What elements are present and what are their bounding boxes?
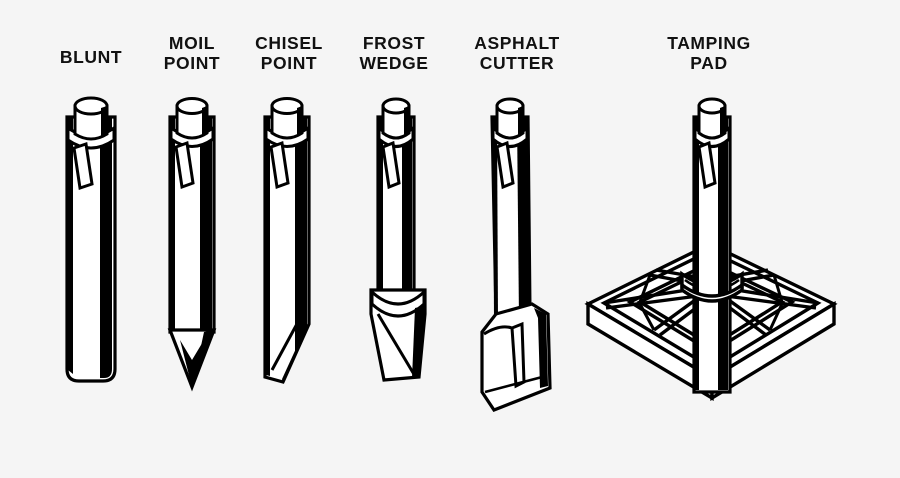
tamping-shank	[693, 97, 731, 148]
keyway-slot	[72, 142, 94, 190]
shank-shading	[404, 106, 409, 136]
tool-tamping-pad	[584, 97, 838, 402]
asphalt-blade-shading	[534, 308, 548, 388]
frost-head-shading	[412, 306, 424, 378]
tool-moil-point	[167, 97, 217, 392]
chisel-shading	[295, 118, 307, 354]
plate-mid-ribs	[649, 273, 775, 332]
shank-shading	[518, 106, 523, 136]
shaft-shading	[718, 118, 728, 390]
blunt-left-edge	[68, 118, 73, 374]
frost-facet-line	[376, 313, 417, 377]
plate-right-side	[710, 300, 836, 402]
tool-chisel-point	[263, 97, 311, 384]
moil-facet-lines	[180, 340, 204, 387]
shaft-left-edge	[695, 118, 699, 390]
tool-asphalt-cutter	[480, 97, 552, 412]
frost-shoulder-collar	[370, 288, 426, 318]
keyway-slot	[269, 140, 290, 190]
blunt-shading	[100, 118, 112, 378]
shank-shading	[297, 106, 302, 136]
frost-shading	[402, 118, 412, 297]
asphalt-shoulder-curve	[483, 325, 513, 336]
label-frost-wedge: FROST WEDGE	[359, 33, 429, 73]
keyway-slot	[174, 140, 195, 190]
tamping-plate	[584, 242, 838, 402]
keyway-slot	[495, 140, 515, 190]
frost-left-edge	[379, 118, 383, 297]
blunt-shank	[66, 96, 116, 150]
shank-shading	[202, 106, 207, 136]
chisel-body	[263, 115, 311, 384]
label-chisel-point: CHISEL POINT	[255, 33, 323, 73]
frost-shank	[377, 97, 415, 148]
asphalt-left-edge	[493, 118, 498, 320]
asphalt-shank	[491, 97, 529, 148]
moil-facet-shade	[192, 330, 214, 387]
chisel-shank	[264, 97, 310, 148]
shank-shading	[720, 106, 725, 136]
keyway-slot	[381, 140, 401, 190]
label-blunt: BLUNT	[59, 47, 123, 67]
chisel-edge-line	[281, 331, 307, 381]
label-tamping-pad: TAMPING PAD	[667, 33, 751, 73]
tamping-shaft	[692, 115, 732, 394]
label-moil-point: MOIL POINT	[163, 33, 221, 73]
chisel-bevel-line	[270, 321, 300, 371]
moil-left-edge	[171, 118, 175, 335]
keyway-slot	[697, 140, 717, 190]
shank-shading	[101, 106, 107, 137]
tool-blunt	[65, 96, 117, 383]
asphalt-shading	[517, 118, 529, 320]
asphalt-body	[480, 115, 552, 412]
plate-mid-ribs-edge	[655, 268, 769, 337]
moil-shading	[200, 118, 212, 335]
frost-body	[369, 115, 427, 382]
moil-shank	[169, 97, 215, 148]
tool-frost-wedge	[369, 97, 427, 382]
plate-web-separators	[638, 274, 784, 331]
chisel-left-edge	[266, 118, 270, 376]
hub-front-lip	[680, 281, 744, 303]
asphalt-bevel-line	[484, 374, 547, 394]
label-asphalt-cutter: ASPHALT CUTTER	[474, 33, 560, 73]
